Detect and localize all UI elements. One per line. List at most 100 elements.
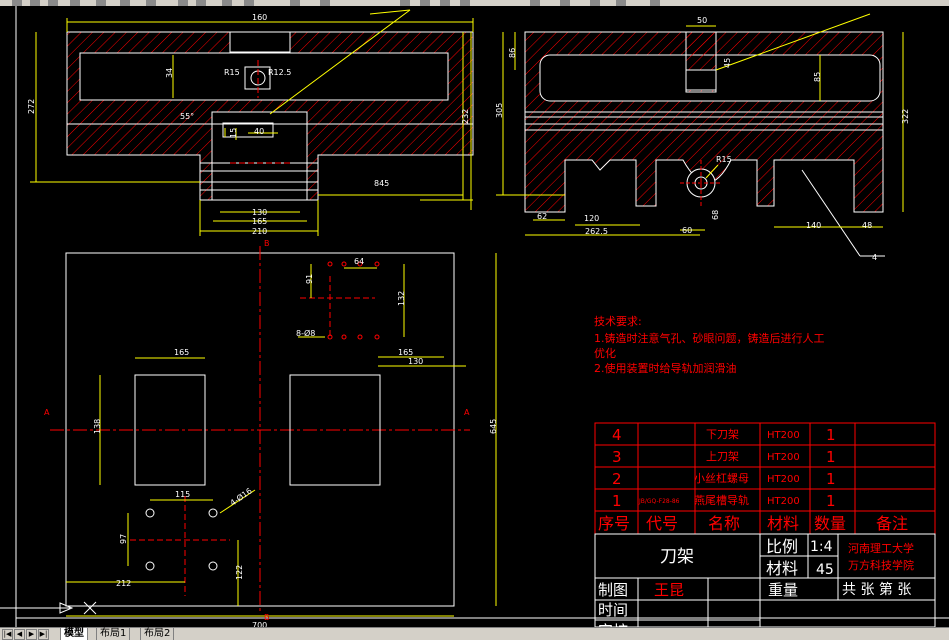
dim-130-right: 130: [408, 357, 423, 366]
front-view-dim-text: 160 34 R15 R12.5 55° 15 40 272 232 845 1…: [27, 13, 470, 236]
tab-model[interactable]: 模型: [60, 628, 88, 640]
side-section-view: [524, 13, 885, 257]
drawing-frame: [15, 6, 949, 627]
toolbar-button[interactable]: [560, 0, 570, 6]
dim-122: 122: [235, 565, 244, 580]
toolbar-button[interactable]: [616, 0, 626, 6]
dim-91: 91: [305, 274, 314, 284]
notes-line3: 2.使用装置时给导轨加润滑油: [594, 361, 737, 375]
toolbar-button[interactable]: [196, 0, 206, 6]
bom-header-mat: 材料: [767, 514, 799, 533]
toolbar-button[interactable]: [400, 0, 410, 6]
cad-drawing-canvas[interactable]: 160 34 R15 R12.5 55° 15 40 272 232 845 1…: [0, 6, 949, 627]
ucs-icon: [0, 601, 97, 615]
dim-132: 132: [397, 291, 406, 306]
bom-row3-no: 3: [612, 448, 622, 466]
toolbar-button[interactable]: [120, 0, 130, 6]
dim-85: 85: [813, 72, 822, 82]
toolbar-button[interactable]: [530, 0, 540, 6]
dim-165-left: 165: [174, 348, 189, 357]
notes-line1: 1.铸造时注意气孔、砂眼问题，铸造后进行人工: [594, 331, 825, 345]
dim-165: 165: [252, 217, 267, 226]
drawn-name: 王昆: [654, 581, 684, 599]
dim-322: 322: [901, 109, 910, 124]
dim-4: 4: [872, 253, 877, 262]
notes-line2: 优化: [594, 346, 616, 360]
dim-115: 115: [175, 490, 190, 499]
tab-layout1[interactable]: 布局1: [96, 628, 131, 640]
toolbar-button[interactable]: [96, 0, 106, 6]
tab-first-icon[interactable]: |◀: [2, 629, 13, 640]
toolbar-button[interactable]: [420, 0, 430, 6]
tab-next-icon[interactable]: ▶: [26, 629, 37, 640]
dim-15: 15: [229, 128, 238, 138]
scale-label: 比例: [766, 537, 798, 556]
bom-header-code: 代号: [646, 514, 678, 533]
toolbar-button[interactable]: [12, 0, 22, 6]
dim-645: 645: [489, 419, 498, 434]
bom-row2-no: 2: [612, 470, 622, 488]
bom-header-remark: 备注: [876, 514, 908, 533]
dim-138: 138: [93, 419, 102, 434]
bom-header-name: 名称: [708, 514, 740, 533]
plan-view-holes: [145, 261, 380, 571]
toolbar-button[interactable]: [650, 0, 660, 6]
toolbar-button[interactable]: [48, 0, 58, 6]
dim-68: 68: [711, 210, 720, 220]
toolbar-button[interactable]: [290, 0, 300, 6]
dim-210: 210: [252, 227, 267, 236]
bom-row1-name: 燕尾槽导轨: [694, 493, 749, 507]
bom-row2-name: 小丝杠螺母: [694, 472, 749, 485]
section-label-b-top: B: [264, 239, 270, 248]
dim-212: 212: [116, 579, 131, 588]
plan-view-dim-text: 64 91 132 8-Ø8 165 130 165 138 645 115 4…: [44, 239, 498, 627]
toolbar-button[interactable]: [590, 0, 600, 6]
dim-140: 140: [806, 221, 821, 230]
dim-272: 272: [27, 99, 36, 114]
plan-view-dimensions: [66, 253, 497, 617]
bom-row1-mat: HT200: [767, 496, 800, 507]
material-label: 材料: [766, 559, 798, 578]
dim-130: 130: [252, 208, 267, 217]
bom-row2-qty: 1: [826, 470, 836, 488]
section-label-a-left: A: [44, 408, 50, 417]
dim-700: 700: [252, 621, 267, 627]
technical-requirements: 技术要求: 1.铸造时注意气孔、砂眼问题，铸造后进行人工 优化 2.使用装置时给…: [594, 315, 825, 375]
bom-row4-name: 下刀架: [706, 428, 739, 441]
dim-232: 232: [461, 109, 470, 124]
bom-row3-name: 上刀架: [706, 450, 739, 463]
scale-value: 1:4: [810, 539, 833, 555]
section-label-b-bottom: B: [264, 613, 270, 622]
toolbar-button[interactable]: [70, 0, 80, 6]
title-block: 刀架 比例 1:4 材料 45 河南理工大学 万方科技学院 制图 王昆 重量 共…: [594, 533, 936, 627]
dim-86: 86: [508, 48, 517, 58]
toolbar-button[interactable]: [244, 0, 254, 6]
dim-45: 45: [723, 58, 732, 68]
dim-305: 305: [495, 103, 504, 118]
toolbar-button[interactable]: [440, 0, 450, 6]
toolbar-button[interactable]: [222, 0, 232, 6]
bom-row1-code: JB/GQ-F28-86: [638, 498, 680, 505]
toolbar-button[interactable]: [30, 0, 40, 6]
dim-r12-5: R12.5: [268, 68, 291, 77]
toolbar-button[interactable]: [178, 0, 188, 6]
drawn-label: 制图: [598, 581, 628, 599]
tab-last-icon[interactable]: ▶|: [38, 629, 49, 640]
toolbar-button[interactable]: [460, 0, 470, 6]
tab-layout2[interactable]: 布局2: [140, 628, 175, 640]
bom-row3-qty: 1: [826, 448, 836, 466]
dim-55deg: 55°: [180, 112, 194, 121]
dim-60: 60: [682, 226, 692, 235]
dim-4-phi16: 4-Ø16: [228, 486, 254, 508]
review-label: 审核: [598, 622, 628, 627]
toolbar-button[interactable]: [320, 0, 330, 6]
time-label: 时间: [598, 601, 628, 619]
dim-48: 48: [862, 221, 872, 230]
bom-header-no: 序号: [598, 514, 630, 533]
tab-prev-icon[interactable]: ◀: [14, 629, 25, 640]
bom-table: 4 下刀架 HT200 1 3 上刀架 HT200 1 2 小丝杠螺母 HT20…: [594, 422, 936, 535]
dim-50: 50: [697, 16, 707, 25]
toolbar-button[interactable]: [146, 0, 156, 6]
part-name: 刀架: [660, 547, 694, 567]
dim-160: 160: [252, 13, 267, 22]
